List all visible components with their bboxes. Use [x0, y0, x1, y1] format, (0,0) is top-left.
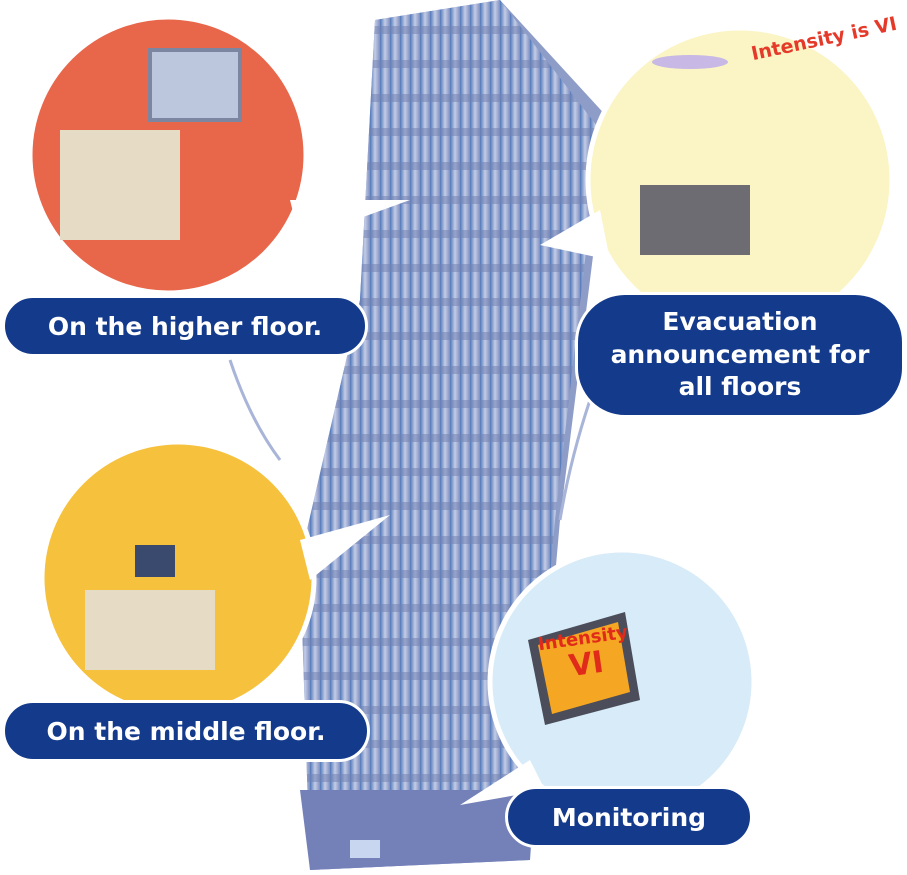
label-evacuation: Evacuation announcement for all floors: [575, 292, 905, 418]
label-higher-floor: On the higher floor.: [2, 295, 368, 357]
window: [148, 48, 242, 122]
middle-floor-scene: [39, 439, 317, 717]
computer-monitor: [640, 185, 750, 255]
label-middle-floor: On the middle floor.: [2, 700, 370, 762]
desk: [85, 590, 215, 670]
desk: [60, 130, 180, 240]
ceiling-speaker: [652, 55, 728, 69]
evacuation-scene: [585, 25, 895, 335]
label-monitoring: Monitoring: [505, 786, 753, 848]
computer-monitor: [135, 545, 175, 577]
connector-lines: [228, 359, 592, 521]
